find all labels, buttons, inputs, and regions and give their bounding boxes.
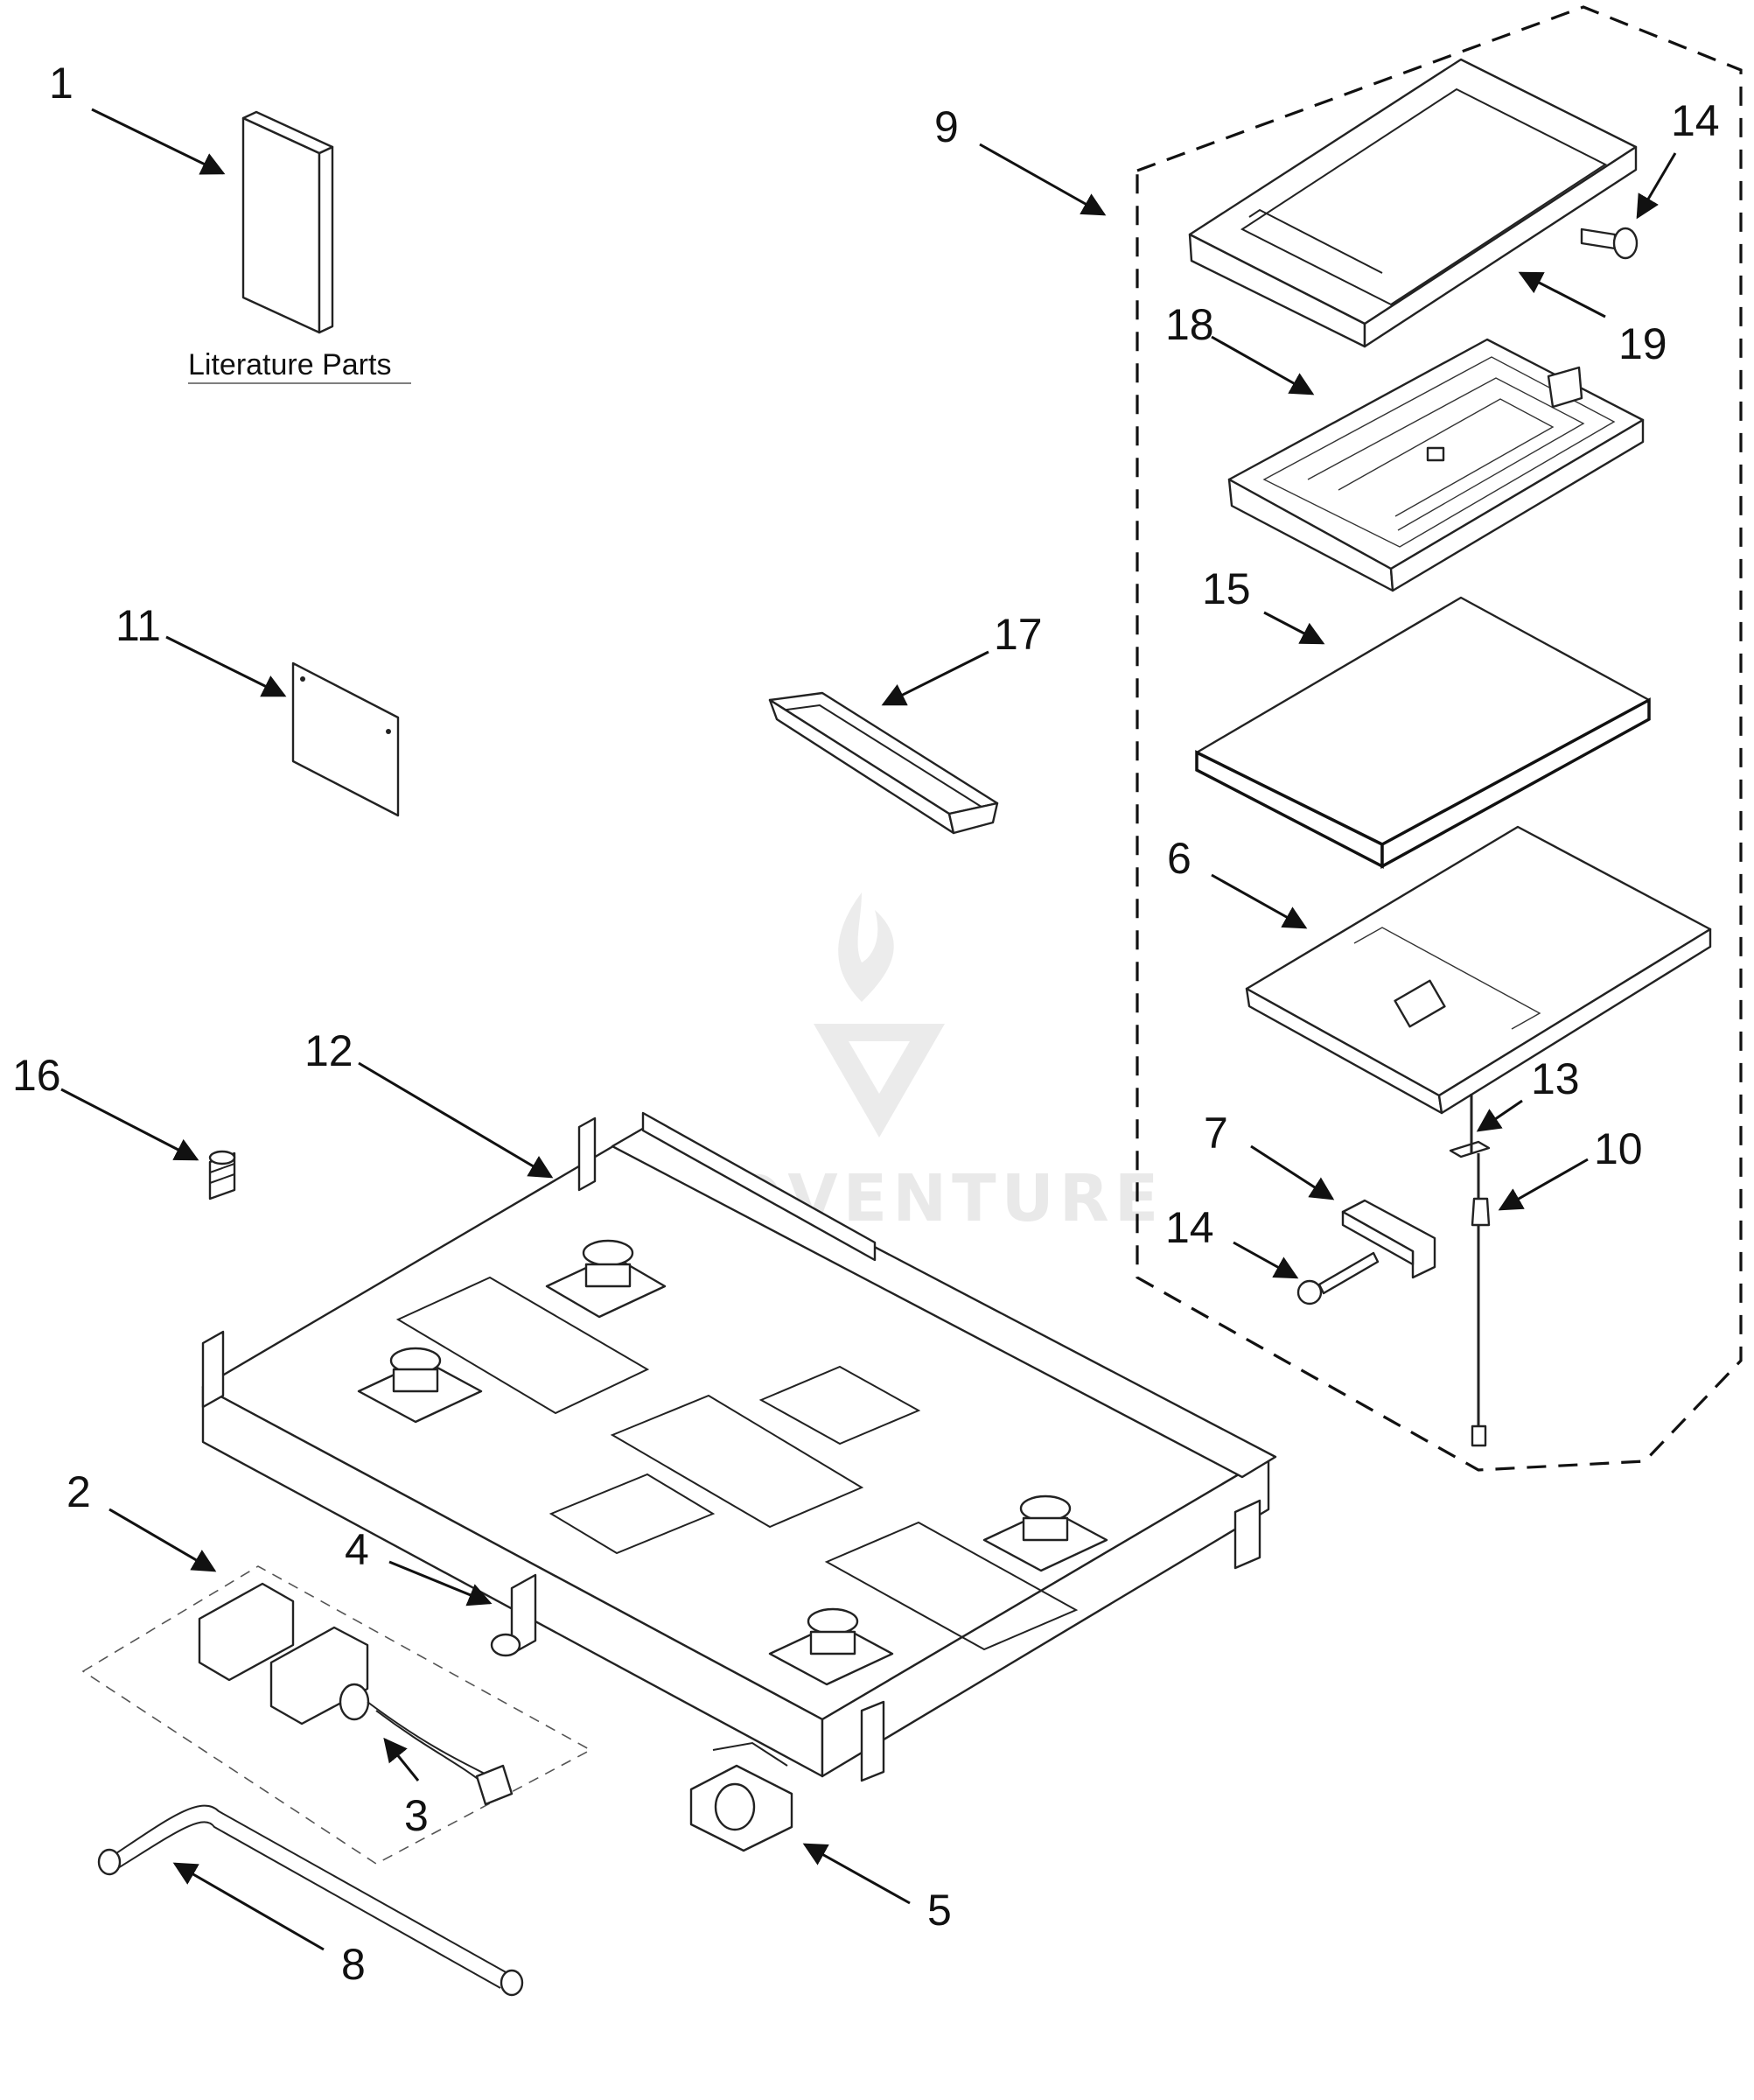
trough-bracket [768,691,999,835]
burner-valve [768,1607,894,1686]
valve-group-outline [81,1565,592,1865]
cover-plate [291,662,400,817]
callout-1: 1 [49,59,73,108]
callout-15: 15 [1202,564,1251,613]
callout-16: 16 [12,1051,61,1100]
callout-5: 5 [927,1886,952,1935]
gas-tube [97,1804,524,1997]
callout-17: 17 [994,610,1043,659]
leader-lines [60,108,1677,1951]
callout-12: 12 [304,1026,353,1075]
callout-10: 10 [1594,1124,1643,1173]
callout-3: 3 [404,1791,429,1840]
burner-valve [357,1347,483,1424]
insulation-slab [1195,596,1651,869]
callout-19: 19 [1618,319,1667,368]
burner-valve [982,1494,1108,1572]
callout-13: 13 [1531,1054,1580,1103]
callout-18: 18 [1165,300,1214,349]
temperature-probe [1449,1094,1491,1447]
igniter [490,1573,537,1657]
drip-tray [1245,825,1712,1115]
literature-parts-caption: Literature Parts [188,348,391,382]
kit-group-outline [1136,5,1743,1472]
callout-2: 2 [66,1467,91,1516]
callout-4: 4 [345,1525,369,1574]
griddle-pan [1188,58,1638,348]
burner-valve [545,1239,667,1319]
callout-9: 9 [934,102,959,151]
callout-14-lower: 14 [1165,1203,1214,1252]
safety-valve [689,1741,793,1852]
literature-booklet [188,110,411,384]
burner-base-pan [201,1111,1277,1782]
callout-8: 8 [341,1940,366,1989]
heating-element-tray [1227,338,1645,592]
callout-6: 6 [1167,834,1191,883]
callout-7: 7 [1204,1109,1228,1158]
callout-11: 11 [115,601,161,650]
screw-bottom [1296,1251,1380,1306]
mounting-bracket [1341,1199,1436,1279]
gas-fitting [208,1150,236,1200]
screw-top [1580,227,1639,260]
valve-manifold [198,1582,514,1806]
callout-14-upper: 14 [1671,96,1720,145]
